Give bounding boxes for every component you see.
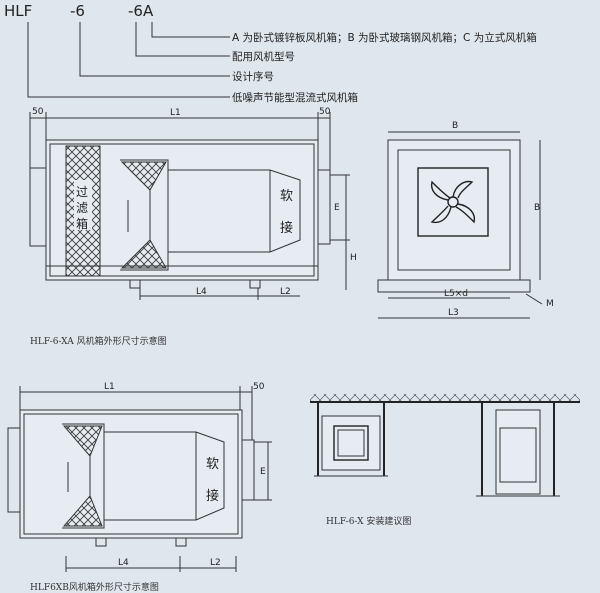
- figure-3-side-view: L1 50 软 接 L4 L2 E HLF6XB风机箱外形尺寸示意图: [7, 382, 272, 593]
- dim-50-xb: 50: [253, 382, 265, 392]
- dim-B-top: B: [452, 121, 458, 131]
- fig3-caption: HLF6XB风机箱外形尺寸示意图: [30, 581, 159, 593]
- leader-line-4: [27, 22, 230, 98]
- legend-design-no: 设计序号: [232, 70, 274, 83]
- dim-L5d: L5×d: [444, 289, 468, 299]
- model-part1: -6: [70, 2, 85, 20]
- dim-B-side: B: [534, 203, 540, 213]
- filter-char-1: 过: [76, 185, 88, 199]
- dim-50-left: 50: [32, 107, 44, 117]
- dim-M: M: [546, 299, 554, 309]
- dim-L2-xb: L2: [210, 558, 221, 568]
- leader-line-1: [151, 22, 230, 38]
- soft-joint-3b: 接: [206, 488, 219, 504]
- filter-char-3: 箱: [76, 216, 88, 231]
- dim-L4: L4: [196, 287, 207, 297]
- leader-line-2: [135, 22, 230, 57]
- figure-1-side-view: 50 L1 50 过 滤 箱 软 接 L4 L2: [29, 107, 357, 347]
- dim-L4-xb: L4: [118, 558, 129, 568]
- soft-joint-3a: 软: [206, 457, 219, 472]
- fig1-caption: HLF-6-XA 风机箱外形尺寸示意图: [30, 335, 167, 347]
- dim-50-right: 50: [319, 107, 331, 117]
- dim-L2: L2: [280, 287, 291, 297]
- filter-char-2: 滤: [76, 201, 88, 215]
- soft-joint-1a: 软: [280, 189, 293, 204]
- figure-4-installation: HLF-6-X 安装建议图: [310, 394, 580, 527]
- model-code: HLF -6 -6A A 为卧式镀锌板风机箱；B 为卧式玻璃钢风机箱；C 为立式…: [4, 2, 537, 104]
- fig4-caption: HLF-6-X 安装建议图: [326, 515, 411, 527]
- legend-product-name: 低噪声节能型混流式风机箱: [232, 91, 358, 104]
- figure-2-front-view: B C B L5×d L3 M: [377, 121, 554, 319]
- legend-fan-model: 配用风机型号: [232, 50, 295, 63]
- dim-E: E: [334, 203, 340, 213]
- dim-L1: L1: [170, 108, 181, 118]
- soft-joint-1b: 接: [280, 220, 293, 236]
- dim-H: H: [350, 253, 357, 263]
- dim-E-xb: E: [260, 467, 266, 477]
- legend-type: A 为卧式镀锌板风机箱；B 为卧式玻璃钢风机箱；C 为立式风机箱: [232, 31, 537, 44]
- dim-L1-xb: L1: [104, 382, 115, 392]
- leader-line-3: [79, 22, 230, 77]
- model-part2: -6A: [128, 2, 154, 20]
- model-prefix: HLF: [4, 2, 32, 20]
- dim-L3: L3: [448, 308, 459, 318]
